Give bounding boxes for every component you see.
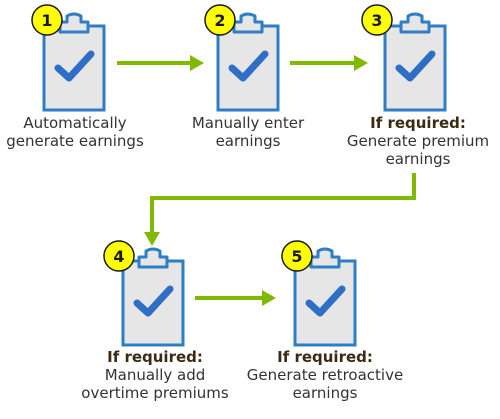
- step-3: 3: [361, 4, 445, 110]
- arrow-3-to-4: [144, 173, 416, 246]
- step-4-label: If required: Manually add overtime premi…: [76, 348, 234, 402]
- number-badge: 3: [361, 4, 393, 36]
- step-4: 4: [103, 240, 183, 345]
- badge-number: 2: [214, 11, 225, 30]
- number-badge: 5: [281, 240, 313, 272]
- step-5-label: If required: Generate retroactive earnin…: [240, 348, 410, 402]
- badge-number: 4: [113, 247, 124, 266]
- badge-number: 3: [371, 11, 382, 30]
- step-3-label: If required: Generate premium earnings: [336, 114, 500, 168]
- step-5: 5: [281, 240, 355, 345]
- step-1-description: Automatically generate earnings: [6, 114, 144, 150]
- arrow-2-to-3: [290, 55, 368, 71]
- step-2: 2: [204, 4, 278, 110]
- number-badge: 1: [31, 4, 63, 36]
- badge-number: 1: [41, 11, 52, 30]
- step-3-condition: If required:: [370, 114, 466, 132]
- step-2-label: Manually enter earnings: [178, 114, 318, 150]
- step-2-description: Manually enter earnings: [191, 114, 305, 150]
- arrow-4-to-5: [195, 290, 276, 306]
- step-5-condition: If required:: [277, 348, 373, 366]
- number-badge: 2: [204, 4, 236, 36]
- step-4-description: Manually add overtime premiums: [81, 366, 229, 402]
- step-5-description: Generate retroactive earnings: [246, 366, 404, 402]
- arrow-1-to-2: [117, 55, 204, 71]
- step-4-condition: If required:: [107, 348, 203, 366]
- step-1: 1: [31, 4, 104, 110]
- step-3-description: Generate premium earnings: [346, 132, 490, 168]
- step-1-label: Automatically generate earnings: [0, 114, 150, 150]
- clipboard-check-icon: [385, 14, 445, 110]
- number-badge: 4: [103, 240, 135, 272]
- badge-number: 5: [291, 247, 302, 266]
